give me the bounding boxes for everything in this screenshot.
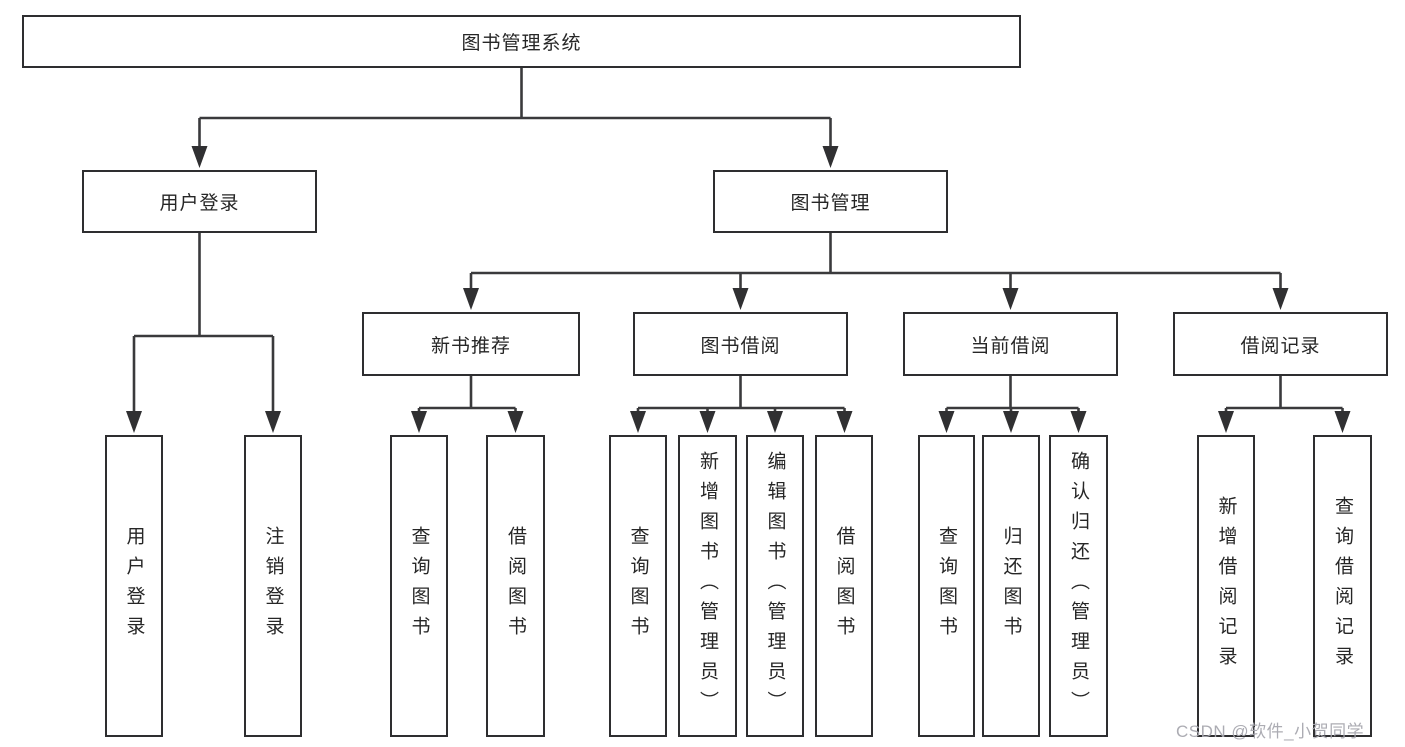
leaf-query-books-recommend-label: 查询图书	[408, 526, 430, 646]
leaf-edit-books-admin-label: 编辑图书（管理员）	[764, 451, 786, 721]
node-borrowing-records: 借阅记录	[1173, 312, 1388, 376]
leaf-add-borrow-record-label: 新增借阅记录	[1215, 496, 1237, 676]
leaf-user-login: 用户登录	[105, 435, 163, 737]
node-user-login: 用户登录	[82, 170, 317, 233]
node-new-book-recommendation: 新书推荐	[362, 312, 580, 376]
leaf-add-books-admin: 新增图书（管理员）	[678, 435, 737, 737]
leaf-logout: 注销登录	[244, 435, 302, 737]
leaf-query-books-current-label: 查询图书	[936, 526, 957, 646]
leaf-query-borrow-record: 查询借阅记录	[1313, 435, 1372, 737]
leaf-query-borrow-record-label: 查询借阅记录	[1332, 496, 1353, 676]
leaf-return-books: 归还图书	[982, 435, 1040, 737]
leaf-logout-label: 注销登录	[262, 526, 284, 646]
node-root-label: 图书管理系统	[461, 33, 582, 54]
leaf-borrow-books-borrowing-label: 借阅图书	[833, 526, 855, 646]
node-current-borrowing-label: 当前借阅	[970, 335, 1051, 357]
node-current-borrowing: 当前借阅	[903, 312, 1118, 376]
leaf-borrow-books-recommend: 借阅图书	[486, 435, 545, 737]
leaf-query-books-borrowing: 查询图书	[609, 435, 667, 737]
node-book-borrowing-label: 图书借阅	[700, 335, 781, 357]
node-root: 图书管理系统	[22, 15, 1021, 68]
watermark: CSDN @软件_小贺同学	[1176, 722, 1365, 741]
node-user-login-label: 用户登录	[159, 193, 240, 214]
node-book-borrowing: 图书借阅	[633, 312, 848, 376]
leaf-confirm-return-admin-label: 确认归还（管理员）	[1068, 451, 1089, 721]
leaf-add-borrow-record: 新增借阅记录	[1197, 435, 1255, 737]
leaf-user-login-label: 用户登录	[123, 526, 145, 646]
leaf-borrow-books-recommend-label: 借阅图书	[505, 526, 526, 646]
leaf-borrow-books-borrowing: 借阅图书	[815, 435, 873, 737]
leaf-query-books-borrowing-label: 查询图书	[627, 526, 649, 646]
leaf-query-books-recommend: 查询图书	[390, 435, 448, 737]
node-book-management-label: 图书管理	[790, 193, 871, 214]
leaf-confirm-return-admin: 确认归还（管理员）	[1049, 435, 1108, 737]
leaf-edit-books-admin: 编辑图书（管理员）	[746, 435, 804, 737]
node-new-book-recommendation-label: 新书推荐	[430, 335, 511, 357]
node-borrowing-records-label: 借阅记录	[1240, 335, 1321, 357]
node-book-management: 图书管理	[713, 170, 948, 233]
leaf-return-books-label: 归还图书	[1000, 526, 1022, 646]
leaf-query-books-current: 查询图书	[918, 435, 975, 737]
leaf-add-books-admin-label: 新增图书（管理员）	[697, 451, 718, 721]
